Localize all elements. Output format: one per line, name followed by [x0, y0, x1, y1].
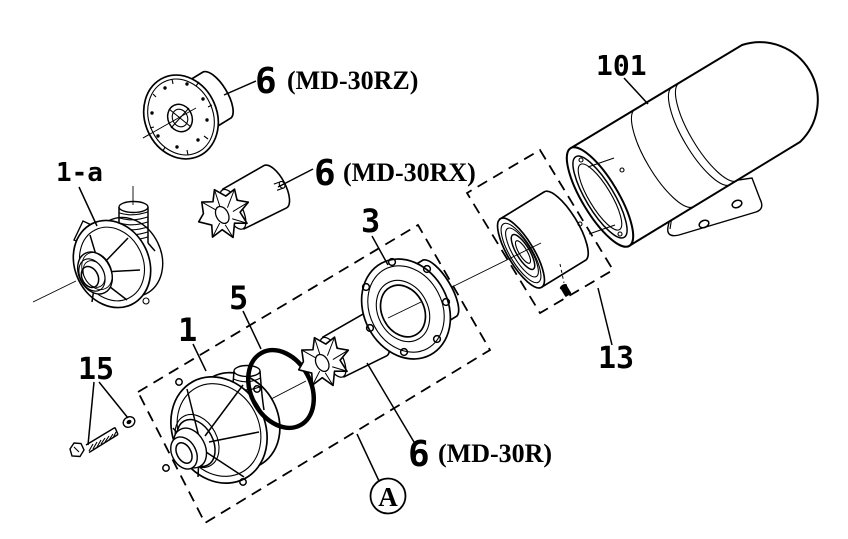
magnet-capsule-dashed-box: [465, 148, 615, 315]
label-assembly-mark: A: [378, 482, 398, 512]
label-impeller-rx-variant: (MD-30RX): [343, 158, 476, 187]
label-rear-casing: 3: [361, 202, 380, 240]
label-motor: 101: [596, 49, 647, 82]
motor-front-face: [565, 146, 635, 248]
leader-lines: [78, 77, 649, 482]
label-magnet-capsule: 13: [598, 341, 634, 376]
label-bolt-set: 15: [78, 352, 114, 387]
assembly-mark: A: [369, 477, 407, 515]
washer: [122, 416, 136, 428]
threaded-suction-port: [76, 251, 114, 295]
label-impeller-rz-variant: (MD-30RZ): [287, 66, 418, 95]
label-impeller-r-number: 6: [408, 434, 430, 475]
bolt-set: [69, 416, 136, 458]
motor-body: [569, 41, 819, 248]
front-casing: [162, 364, 281, 486]
axis-line-drive: [387, 242, 542, 319]
assembly-a-dashed-box: [136, 223, 492, 525]
label-impeller-rx-number: 6: [314, 153, 336, 194]
screw: [69, 426, 119, 458]
motor: [565, 41, 819, 248]
flange-holes: [150, 82, 209, 149]
label-o-ring: 5: [229, 279, 248, 317]
label-front-casing: 1: [178, 311, 197, 349]
face-screw-holes: [577, 157, 625, 237]
label-impeller-rz-number: 6: [255, 61, 277, 102]
labels: 1-a 6 (MD-30RZ) 6 (MD-30RX) 3 101 5 1 15…: [56, 49, 647, 515]
front-casing-alt: [72, 186, 164, 309]
impeller-md30rz: [142, 70, 234, 160]
assembly-mark-circle: [369, 477, 407, 515]
bolt-bosses: [361, 257, 451, 357]
set-screw: [559, 263, 572, 297]
impeller-md30rx: [188, 158, 297, 250]
o-ring: [246, 347, 316, 431]
magnet-capsule: [496, 190, 589, 289]
label-impeller-r-variant: (MD-30R): [438, 439, 552, 468]
suction-port: [170, 418, 216, 470]
label-front-casing-alt: 1-a: [56, 158, 103, 188]
